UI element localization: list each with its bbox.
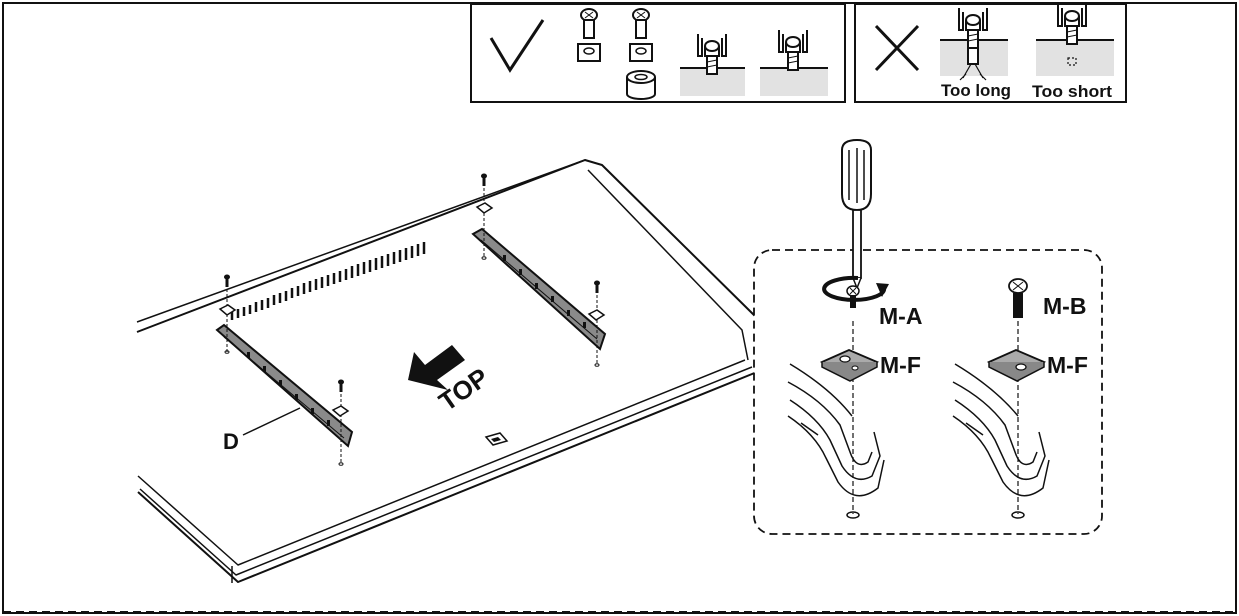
bracket-d-leader xyxy=(242,407,301,436)
check-icon xyxy=(489,19,545,73)
spacer-mf-label-1: M-F xyxy=(880,352,921,378)
rotate-arrow-icon xyxy=(822,275,889,302)
correct-install-example-2 xyxy=(760,29,828,96)
screw-ma-label: M-A xyxy=(879,303,922,329)
too-long-label: Too long xyxy=(941,81,1011,100)
top-arrow-icon xyxy=(408,345,465,390)
bracket-slot-detail-1 xyxy=(787,363,885,519)
too-short-example xyxy=(1036,3,1114,76)
center-marker xyxy=(484,432,509,446)
spacer-plate-1 xyxy=(819,349,880,382)
bracket-slot-detail-2 xyxy=(952,363,1050,519)
spacer-mf-label-2: M-F xyxy=(1047,352,1088,378)
bracket-d-label: D xyxy=(223,429,239,454)
spacer-plate-2 xyxy=(986,349,1047,382)
too-short-label: Too short xyxy=(1032,82,1112,101)
incorrect-panel: Too long Too short xyxy=(854,3,1127,103)
screw-with-spacer-icon xyxy=(626,8,656,100)
too-long-example xyxy=(940,7,1008,81)
screwdriver-icon xyxy=(841,138,872,291)
cross-icon xyxy=(874,24,920,72)
correct-install-example-1 xyxy=(680,33,745,96)
right-bracket xyxy=(471,227,607,351)
left-bracket-d xyxy=(215,323,354,448)
screw-mb-label: M-B xyxy=(1043,293,1086,319)
vent-slots xyxy=(230,242,426,320)
tv-screws xyxy=(218,173,606,466)
correct-panel xyxy=(470,3,846,103)
screw-with-washer-icon xyxy=(577,8,601,62)
